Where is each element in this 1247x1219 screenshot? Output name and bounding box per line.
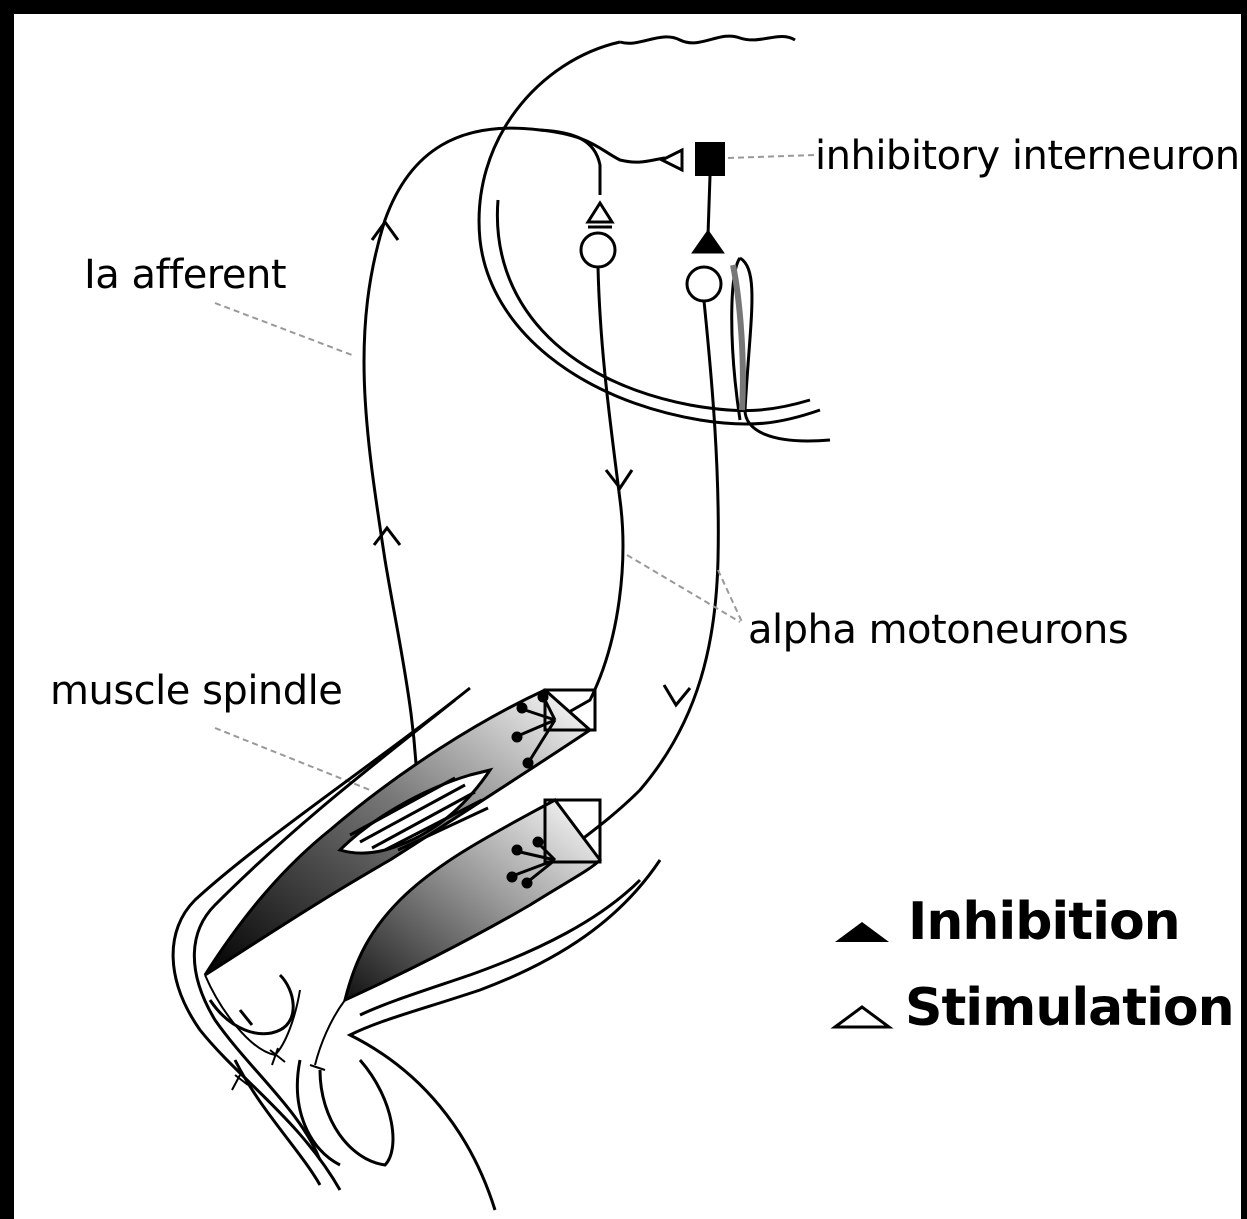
alpha-motoneuron-1 <box>555 203 632 720</box>
interneuron-axon <box>708 176 710 235</box>
alpha-motoneuron-2 <box>555 232 722 860</box>
stimulation-synapse-interneuron <box>662 150 682 170</box>
motoneuron-leader-line-1 <box>627 555 740 622</box>
ia-afferent-label: Ia afferent <box>84 252 286 298</box>
muscle-spindle-label: muscle spindle <box>50 668 342 714</box>
stimulation-legend-icon <box>835 1007 889 1027</box>
inhibition-legend-icon <box>835 922 889 942</box>
alpha-motoneurons-label: alpha motoneurons <box>748 607 1128 653</box>
inhibition-legend-label: Inhibition <box>908 892 1180 952</box>
stimulation-legend-label: Stimulation <box>905 978 1234 1038</box>
spinal-cord <box>479 36 830 441</box>
ia-afferent-leader-line <box>215 303 352 355</box>
motoneuron-leader-line-2 <box>718 570 742 622</box>
inhibitory-interneuron-label: inhibitory interneuron <box>815 133 1240 179</box>
inhibitory-interneuron-body <box>695 142 725 176</box>
interneuron-leader-line <box>728 155 815 158</box>
